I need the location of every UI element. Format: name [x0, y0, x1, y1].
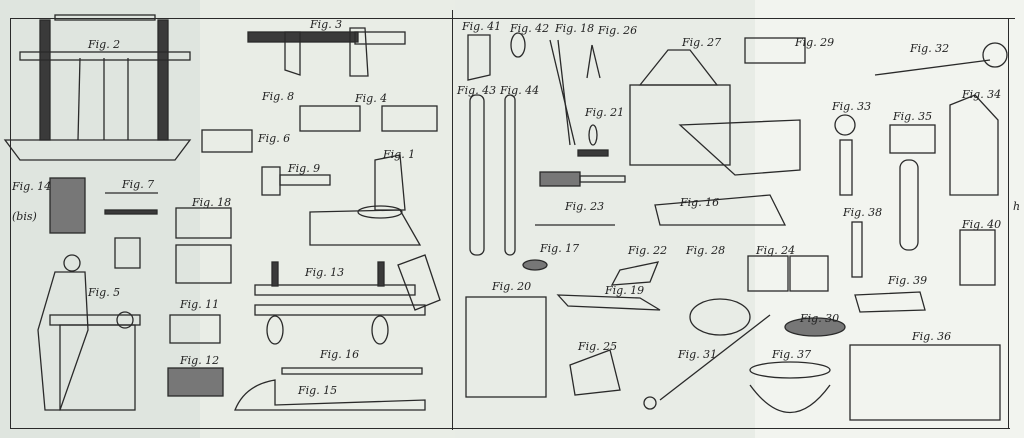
label-bis: (bis)	[12, 210, 37, 223]
fig-30-brush-drawing	[784, 317, 846, 337]
left-border	[10, 18, 11, 428]
label-fig-16-right: Fig. 16	[680, 196, 720, 209]
label-fig-9: Fig. 9	[288, 162, 321, 175]
fig-26-compass-drawing	[586, 44, 601, 79]
fig-16-trough-drawing	[654, 194, 787, 226]
label-fig-4: Fig. 4	[355, 92, 388, 105]
fig-5-workman-drawing	[37, 254, 141, 411]
fig-38-tool-drawing	[851, 221, 863, 278]
fig-17-sponge-drawing	[522, 259, 548, 271]
label-fig-30: Fig. 30	[800, 312, 840, 325]
fig-6-base	[201, 129, 253, 153]
fig-12-board-drawing	[167, 367, 224, 397]
fig-2-press-drawing	[3, 14, 192, 161]
label-fig-35: Fig. 35	[893, 110, 933, 123]
label-fig-41: Fig. 41	[462, 20, 502, 33]
label-fig-25: Fig. 25	[578, 340, 618, 353]
fig-44-folder-drawing	[504, 94, 516, 256]
right-border	[1008, 18, 1009, 428]
panel-divider	[452, 10, 453, 430]
label-fig-33: Fig. 33	[832, 100, 872, 113]
label-fig-18: Fig. 18	[192, 196, 232, 209]
fig-32-roll-drawing	[874, 42, 1008, 76]
label-fig-26: Fig. 26	[598, 24, 638, 37]
fig-21-stamp-drawing	[577, 124, 609, 157]
margin-letter-h: h	[1013, 200, 1021, 213]
fig-19-knife-drawing	[556, 294, 661, 311]
fig-15-plough-drawing	[234, 379, 426, 411]
fig-16-rod-drawing	[281, 367, 423, 375]
label-fig-6: Fig. 6	[258, 132, 291, 145]
fig-34-block-drawing	[949, 94, 999, 196]
fig-28-pan-drawing	[689, 298, 751, 336]
label-fig-42: Fig. 42	[510, 22, 550, 35]
label-fig-15: Fig. 15	[298, 384, 338, 397]
fig-39-base-drawing	[854, 291, 926, 313]
fig-4-block-right	[381, 105, 438, 132]
fig-23-brush-drawing	[535, 171, 626, 226]
label-fig-13: Fig. 13	[305, 266, 345, 279]
fig-24-blocks-drawing	[747, 255, 829, 292]
fig-29-board-drawing	[744, 37, 806, 64]
fig-41-scraper-drawing	[467, 34, 491, 81]
label-fig-7: Fig. 7	[122, 178, 155, 191]
fig-1-stone-drawing	[309, 154, 422, 246]
fig-18-sections-drawing	[175, 207, 232, 284]
fig-11-sheet-drawing	[169, 314, 221, 344]
fig-27-stove-drawing	[629, 49, 801, 176]
fig-31-roll-handle-drawing	[643, 314, 771, 410]
label-fig-1: Fig. 1	[383, 148, 416, 161]
label-fig-31: Fig. 31	[678, 348, 718, 361]
fig-25-box-drawing	[569, 349, 621, 396]
fig-22-cushion-drawing	[610, 261, 660, 286]
label-fig-39: Fig. 39	[888, 274, 928, 287]
label-fig-44: Fig. 44	[500, 84, 540, 97]
fig-37-bowl-drawing	[749, 361, 831, 413]
label-fig-28: Fig. 28	[686, 244, 726, 257]
label-fig-34: Fig. 34	[962, 88, 1002, 101]
label-fig-29: Fig. 29	[795, 36, 835, 49]
label-fig-36: Fig. 36	[912, 330, 952, 343]
top-border	[10, 18, 1015, 19]
fig-3-clamp-drawing	[247, 27, 406, 77]
fig-33-roll-tool-drawing	[834, 114, 856, 196]
label-fig-38: Fig. 38	[843, 206, 883, 219]
label-fig-43: Fig. 43	[457, 84, 497, 97]
label-fig-3: Fig. 3	[310, 18, 343, 31]
fig-36-cabinet-drawing	[849, 344, 1001, 421]
label-fig-17: Fig. 17	[540, 242, 580, 255]
label-fig-27: Fig. 27	[682, 36, 722, 49]
fig-13-press-drawing	[254, 254, 441, 345]
label-fig-11: Fig. 11	[180, 298, 220, 311]
label-fig-21: Fig. 21	[585, 106, 625, 119]
label-fig-19: Fig. 19	[605, 284, 645, 297]
label-fig-40: Fig. 40	[962, 218, 1002, 231]
fig-14-book-drawing	[49, 177, 86, 234]
fig-9-hammer-drawing	[261, 166, 331, 196]
label-fig-23: Fig. 23	[565, 200, 605, 213]
label-fig-8: Fig. 8	[262, 90, 295, 103]
fig-42-handle-drawing	[510, 32, 526, 58]
label-fig-22: Fig. 22	[628, 244, 668, 257]
label-fig-37: Fig. 37	[772, 348, 812, 361]
label-fig-2: Fig. 2	[88, 38, 121, 51]
bottom-border	[10, 428, 1010, 429]
label-fig-12: Fig. 12	[180, 354, 220, 367]
label-fig-16-left: Fig. 16	[320, 348, 360, 361]
label-fig-24: Fig. 24	[756, 244, 796, 257]
label-fig-32: Fig. 32	[910, 42, 950, 55]
fig-40-lamp-drawing	[959, 229, 996, 286]
fig-7-boards-drawing	[104, 192, 158, 269]
fig-43-burnisher-drawing	[469, 94, 485, 256]
fig-35-pallet-drawing	[889, 124, 936, 251]
label-fig-18-right: Fig. 18	[555, 22, 595, 35]
label-fig-5: Fig. 5	[88, 286, 121, 299]
label-fig-14: Fig. 14	[12, 180, 52, 193]
fig-4-block-left	[299, 105, 361, 132]
fig-20-frame-drawing	[465, 296, 547, 398]
fig-18-tongs-drawing	[549, 39, 576, 146]
label-fig-20: Fig. 20	[492, 280, 532, 293]
